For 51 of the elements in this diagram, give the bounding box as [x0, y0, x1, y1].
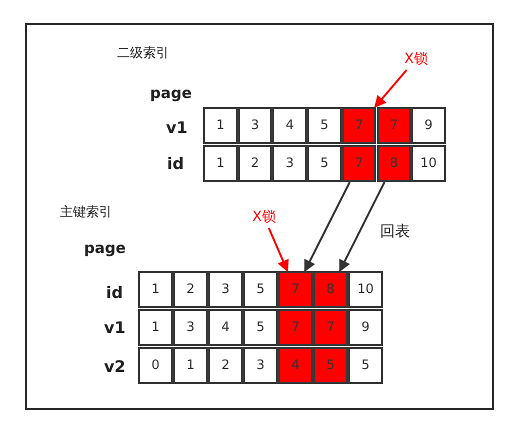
row-label: id	[167, 153, 184, 175]
index-cell: 5	[307, 145, 342, 182]
index-cell: 1	[138, 309, 173, 346]
index-cell: 7	[278, 309, 313, 346]
index-cell: 1	[173, 347, 208, 384]
row-label: 回表	[380, 221, 410, 242]
index-cell: 3	[173, 309, 208, 346]
index-cell: 8	[313, 271, 348, 308]
index-cell: 7	[278, 271, 313, 308]
lock-label: X锁	[246, 206, 282, 228]
index-cell: 1	[203, 107, 238, 144]
index-cell: 1	[138, 271, 173, 308]
row-label: 二级索引	[117, 45, 169, 63]
index-cell: 2	[208, 347, 243, 384]
row-label: v1	[166, 117, 188, 139]
index-cell: 7	[376, 107, 412, 144]
index-cell: 7	[342, 145, 376, 182]
arrow	[304, 182, 351, 272]
index-cell: 5	[313, 347, 348, 384]
index-cell: 2	[173, 271, 208, 308]
index-cell: 3	[238, 107, 272, 144]
arrow	[338, 182, 386, 272]
index-cell: 9	[411, 107, 446, 144]
row-label: page	[150, 83, 192, 104]
row-label: v1	[104, 317, 126, 339]
row-label: v2	[104, 356, 126, 378]
row-label: 主键索引	[60, 204, 112, 222]
index-cell: 7	[313, 309, 348, 346]
arrow	[374, 69, 408, 108]
index-cell: 3	[272, 145, 308, 182]
index-cell: 5	[348, 347, 383, 384]
index-cell: 5	[243, 309, 278, 346]
index-cell: 8	[376, 145, 412, 182]
index-cell: 9	[348, 309, 383, 346]
row-label: page	[84, 238, 126, 259]
lock-label: X锁	[398, 48, 434, 70]
index-cell: 4	[278, 347, 313, 384]
index-cell: 7	[342, 107, 376, 144]
index-cell: 2	[238, 145, 272, 182]
index-cell: 3	[243, 347, 278, 384]
index-cell: 5	[243, 271, 278, 308]
index-cell: 3	[208, 271, 243, 308]
index-cell: 5	[307, 107, 342, 144]
row-label: id	[106, 282, 123, 304]
index-cell: 10	[348, 271, 383, 308]
index-cell: 4	[208, 309, 243, 346]
index-cell: 10	[411, 145, 446, 182]
index-cell: 0	[138, 347, 173, 384]
index-cell: 4	[272, 107, 308, 144]
arrow	[268, 228, 289, 272]
index-cell: 1	[203, 145, 238, 182]
